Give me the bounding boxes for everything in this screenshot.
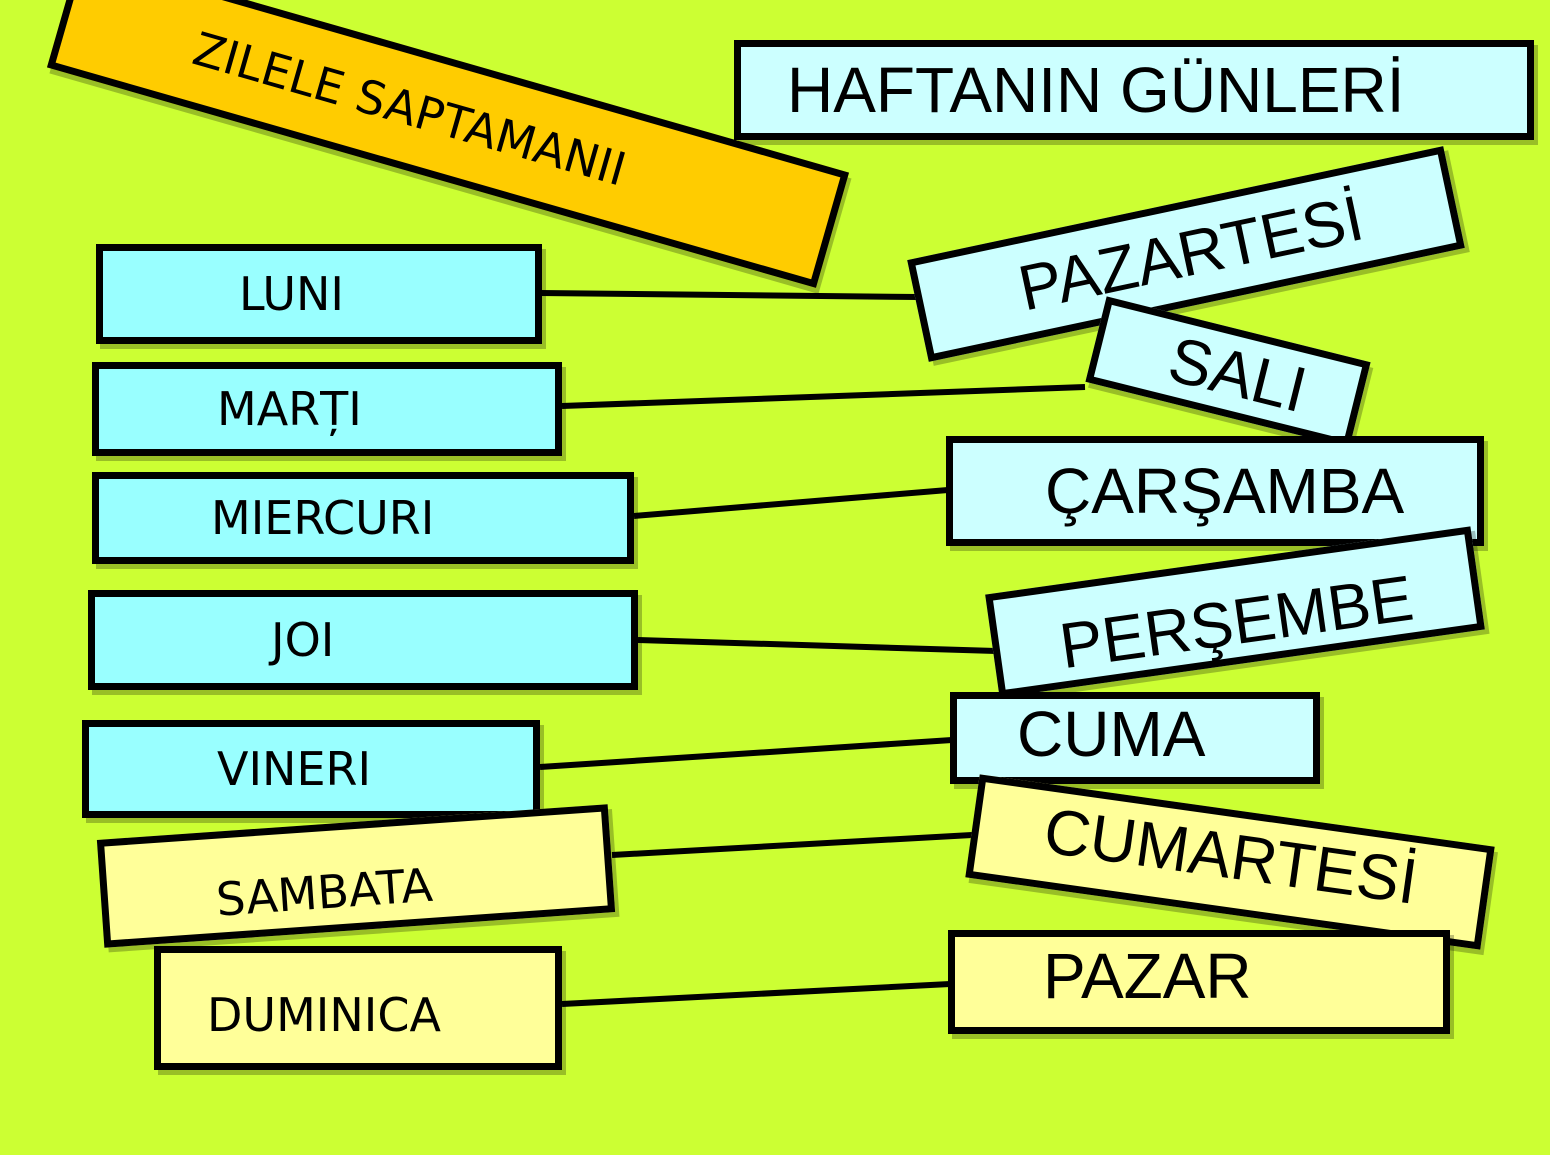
ro-day-label: MIERCURI <box>211 491 435 545</box>
ro-day-marti[interactable]: MARȚI <box>92 362 562 456</box>
ro-day-label: DUMINICA <box>207 988 441 1042</box>
tr-day-carsamba[interactable]: ÇARŞAMBA <box>946 436 1484 546</box>
ro-day-label: LUNI <box>239 267 344 321</box>
ro-day-joi[interactable]: JOI <box>88 590 638 690</box>
connector-line-5 <box>539 737 953 770</box>
tr-day-label: ÇARŞAMBA <box>1045 455 1405 527</box>
ro-day-vineri[interactable]: VINERI <box>82 720 540 818</box>
connector-line-2 <box>561 384 1086 409</box>
connector-line-7 <box>561 981 951 1007</box>
tr-day-label: CUMA <box>1017 698 1206 770</box>
ro-day-duminica[interactable]: DUMINICA <box>154 946 562 1070</box>
ro-day-miercuri[interactable]: MIERCURI <box>92 472 634 564</box>
tr-day-label: PAZAR <box>1043 940 1252 1012</box>
title-turkish: HAFTANIN GÜNLERİ <box>734 40 1534 140</box>
tr-day-cuma[interactable]: CUMA <box>950 692 1320 784</box>
tr-day-pazar[interactable]: PAZAR <box>948 930 1450 1034</box>
connector-line-4 <box>637 637 997 654</box>
ro-day-label: MARȚI <box>217 382 362 436</box>
ro-day-label: SAMBATA <box>214 857 435 927</box>
ro-day-luni[interactable]: LUNI <box>96 244 542 344</box>
connector-line-1 <box>539 290 919 300</box>
connector-line-6 <box>611 832 973 858</box>
title-turkish-text: HAFTANIN GÜNLERİ <box>787 54 1405 126</box>
ro-day-label: VINERI <box>217 742 372 796</box>
ro-day-label: JOI <box>271 613 335 667</box>
connector-line-3 <box>633 487 949 519</box>
